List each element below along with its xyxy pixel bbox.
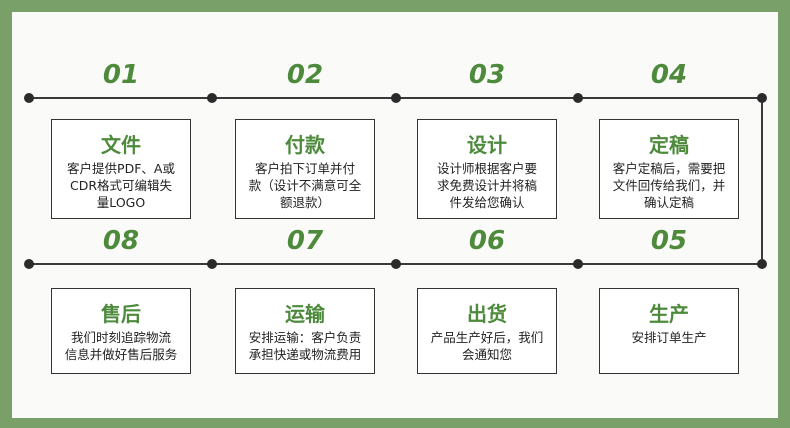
step-number: 05: [650, 226, 688, 256]
timeline-dot: [24, 259, 34, 269]
step-box-transport: 运输 安排运输：客户负责 承担快递或物流费用: [235, 288, 375, 374]
step-box-design: 设计 设计师根据客户要 求免费设计并将稿 件发给您确认: [417, 119, 557, 219]
step-description: 客户提供PDF、A或 CDR格式可编辑失 量LOGO: [67, 161, 175, 210]
step-description: 我们时刻追踪物流 信息并做好售后服务: [64, 330, 178, 362]
step-box-production: 生产 安排订单生产: [599, 288, 739, 374]
step-description: 安排运输：客户负责 承担快递或物流费用: [248, 330, 362, 362]
step-title: 文件: [101, 133, 141, 157]
step-title: 定稿: [649, 133, 689, 157]
step-title: 运输: [285, 302, 325, 326]
timeline-dot: [573, 93, 583, 103]
step-title: 生产: [649, 302, 689, 326]
step-number: 01: [102, 60, 140, 90]
step-description: 设计师根据客户要 求免费设计并将稿 件发给您确认: [436, 161, 537, 210]
step-number: 04: [650, 60, 688, 90]
step-number: 03: [468, 60, 506, 90]
timeline-dot: [207, 259, 217, 269]
timeline-dot: [757, 93, 767, 103]
timeline-dot: [391, 259, 401, 269]
timeline-right-connector: [761, 97, 763, 264]
step-box-finalize: 定稿 客户定稿后，需要把 文件回传给我们，并 确认定稿: [599, 119, 739, 219]
step-number: 08: [102, 226, 140, 256]
step-title: 售后: [101, 302, 141, 326]
step-title: 付款: [285, 133, 325, 157]
step-description: 客户拍下订单并付 款（设计不满意可全 额退款）: [248, 161, 362, 210]
step-box-file: 文件 客户提供PDF、A或 CDR格式可编辑失 量LOGO: [51, 119, 191, 219]
timeline-dot: [757, 259, 767, 269]
step-box-aftersales: 售后 我们时刻追踪物流 信息并做好售后服务: [51, 288, 191, 374]
step-description: 安排订单生产: [631, 330, 707, 345]
step-number: 02: [286, 60, 324, 90]
timeline-dot: [24, 93, 34, 103]
timeline-dot: [573, 259, 583, 269]
step-description: 产品生产好后，我们 会通知您: [430, 330, 544, 362]
step-title: 出货: [467, 302, 507, 326]
timeline-dot: [207, 93, 217, 103]
step-description: 客户定稿后，需要把 文件回传给我们，并 确认定稿: [612, 161, 726, 210]
step-number: 06: [468, 226, 506, 256]
step-box-shipping: 出货 产品生产好后，我们 会通知您: [417, 288, 557, 374]
step-box-payment: 付款 客户拍下订单并付 款（设计不满意可全 额退款）: [235, 119, 375, 219]
timeline-dot: [391, 93, 401, 103]
step-title: 设计: [467, 133, 507, 157]
step-number: 07: [286, 226, 324, 256]
